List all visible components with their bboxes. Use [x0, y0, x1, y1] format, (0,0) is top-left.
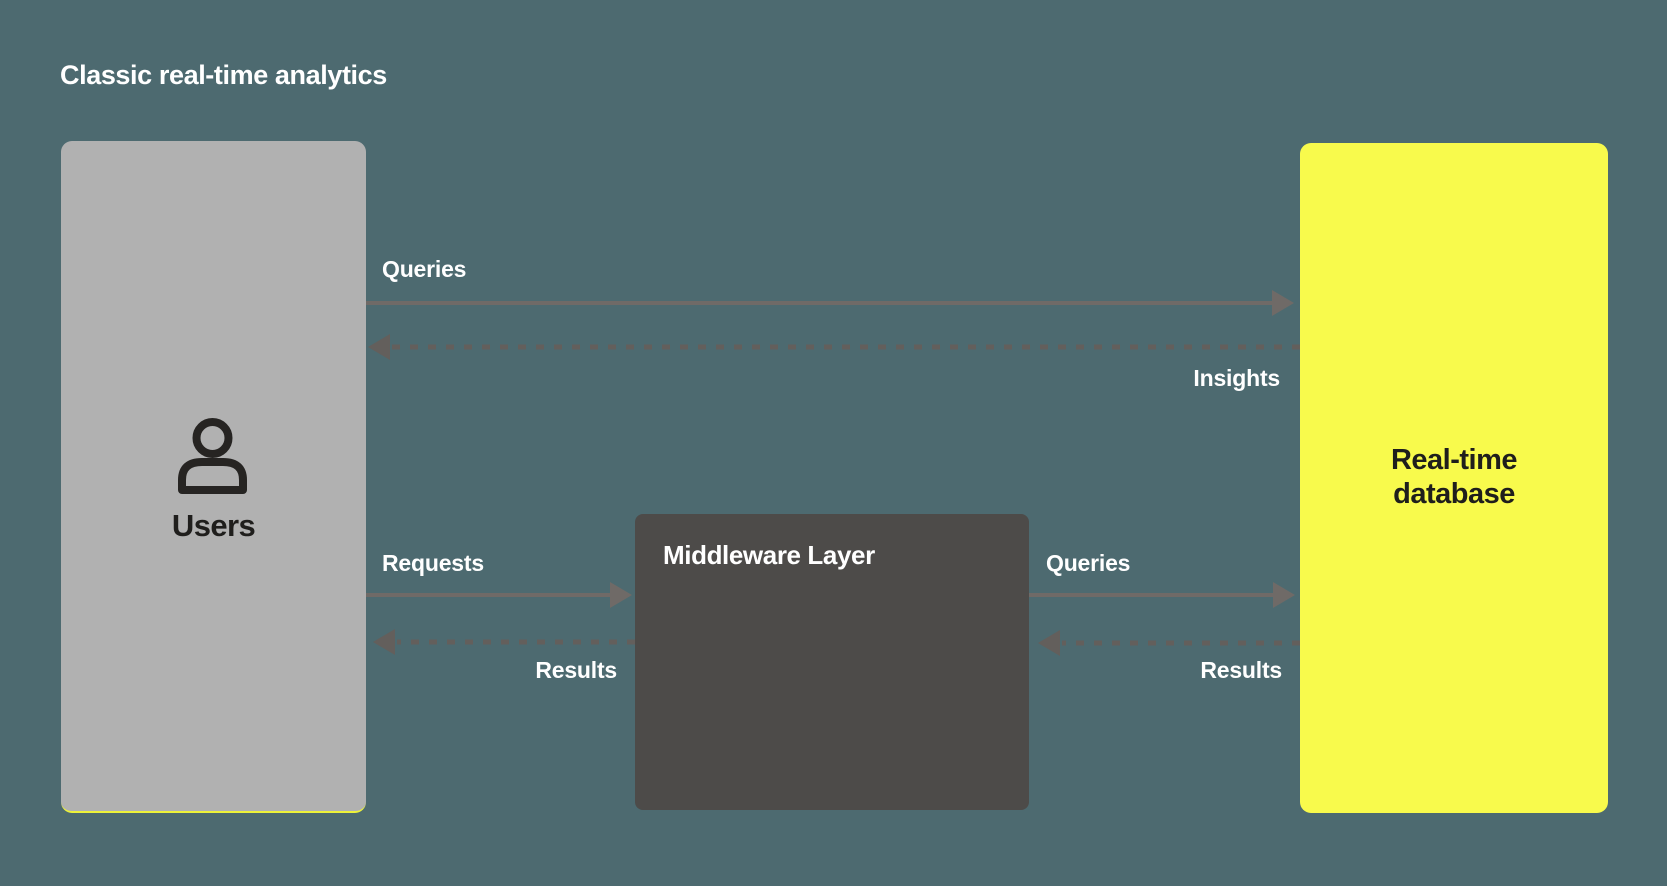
- edge-mw-db-queries-arrow: [1029, 582, 1295, 608]
- edge-users-db-queries-arrow: [366, 290, 1294, 316]
- edge-db-mw-results-label: Results: [1200, 657, 1282, 683]
- diagram-title: Classic real-time analytics: [60, 60, 387, 90]
- node-users-label: Users: [171, 508, 256, 543]
- edge-mw-db-queries-label: Queries: [1046, 550, 1131, 576]
- edge-users-db-queries-label: Queries: [382, 256, 467, 282]
- edge-db-users-insights-label: Insights: [1193, 365, 1280, 391]
- edge-db-mw-results-arrow: [1038, 630, 1300, 656]
- edge-mw-users-results-arrow: [373, 629, 635, 655]
- person-icon: [177, 412, 248, 503]
- node-middleware: Middleware Layer: [635, 514, 1029, 810]
- node-middleware-label: Middleware Layer: [663, 540, 875, 570]
- edge-mw-users-results-label: Results: [535, 657, 617, 683]
- node-users: Users: [61, 141, 366, 813]
- edge-users-mw-requests-arrow: [366, 582, 632, 608]
- edge-users-mw-requests-label: Requests: [382, 550, 484, 576]
- node-database: Real-time database: [1300, 143, 1608, 813]
- edge-db-users-insights-arrow: [368, 334, 1300, 360]
- node-database-label: Real-time database: [1390, 444, 1518, 510]
